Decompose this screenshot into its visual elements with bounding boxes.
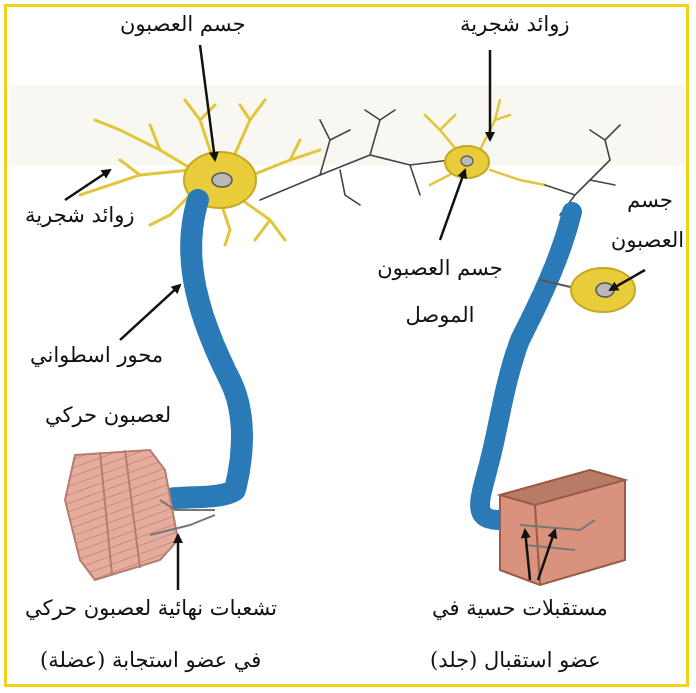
motor-nucleus	[212, 173, 232, 187]
arrow-axon	[120, 285, 180, 340]
arrow-connector-body	[440, 170, 465, 240]
motor-neuron	[65, 100, 320, 580]
label-axon-1: محور اسطواني	[30, 345, 163, 366]
motor-axon	[160, 200, 242, 500]
label-sensory-body-2: العصبون	[605, 230, 690, 251]
label-dendrites-left: زوائد شجرية	[25, 205, 135, 226]
muscle-block	[65, 450, 215, 580]
arrow-dendrites-left	[65, 170, 110, 200]
label-receptors-2: عضو استقبال (جلد)	[430, 650, 601, 671]
label-sensory-body-1: جسم	[615, 190, 685, 211]
label-dendrites-top: زوائد شجرية	[460, 14, 570, 35]
label-motor-endings-1: تشعبات نهائية لعصبون حركي	[25, 598, 277, 619]
label-motor-endings-2: في عضو استجابة (عضلة)	[40, 650, 261, 671]
label-connector-body-1: جسم العصبون	[365, 258, 515, 279]
label-cell-body-left: جسم العصبون	[120, 14, 246, 35]
label-axon-2: لعصبون حركي	[45, 405, 171, 426]
skin-block	[500, 470, 625, 585]
label-connector-body-2: الموصل	[365, 305, 515, 326]
label-receptors-1: مستقبلات حسية في	[432, 598, 608, 619]
